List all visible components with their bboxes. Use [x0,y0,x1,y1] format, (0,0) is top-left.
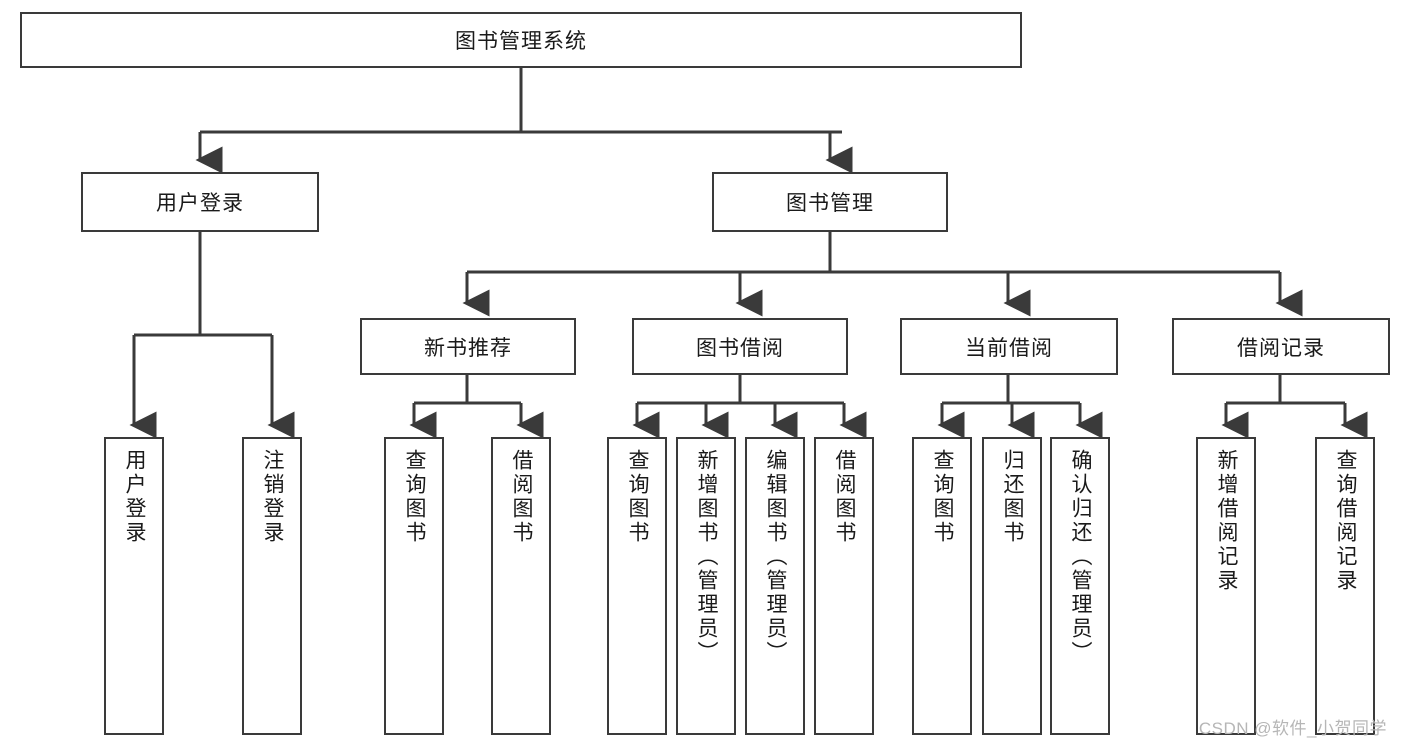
leaf-borrow-edit-book[interactable]: 编辑图书（管理员） [745,437,805,735]
node-label: 查询借阅记录 [1334,449,1358,593]
leaf-borrow-add-book[interactable]: 新增图书（管理员） [676,437,736,735]
leaf-current-query-book[interactable]: 查询图书 [912,437,972,735]
node-current-borrow[interactable]: 当前借阅 [900,318,1118,375]
node-label: 图书借阅 [696,336,784,360]
node-borrow-record[interactable]: 借阅记录 [1172,318,1390,375]
node-label: 借阅图书 [833,449,857,545]
leaf-borrow-borrow-book[interactable]: 借阅图书 [814,437,874,735]
node-label: 查询图书 [403,449,427,545]
node-label: 用户登录 [156,192,244,215]
node-label: 查询图书 [626,449,650,545]
watermark-text: CSDN @软件_小贺同学 [1198,719,1387,738]
node-label: 新增图书（管理员） [695,449,719,665]
node-root-system[interactable]: 图书管理系统 [20,12,1022,68]
leaf-user-logout[interactable]: 注销登录 [242,437,302,735]
node-label: 新增借阅记录 [1215,449,1239,593]
node-label: 图书管理 [786,192,874,215]
node-label: 注销登录 [261,449,285,545]
node-label: 确认归还（管理员） [1069,449,1093,665]
leaf-recommend-borrow-book[interactable]: 借阅图书 [491,437,551,735]
leaf-borrow-query-book[interactable]: 查询图书 [607,437,667,735]
leaf-record-add-record[interactable]: 新增借阅记录 [1196,437,1256,735]
node-label: 查询图书 [931,449,955,545]
leaf-user-login[interactable]: 用户登录 [104,437,164,735]
node-label: 当前借阅 [965,336,1053,360]
node-label: 归还图书 [1001,449,1025,545]
node-label: 图书管理系统 [455,30,587,53]
leaf-current-confirm-return[interactable]: 确认归还（管理员） [1050,437,1110,735]
node-new-book-recommend[interactable]: 新书推荐 [360,318,576,375]
node-label: 新书推荐 [424,336,512,360]
node-user-login[interactable]: 用户登录 [81,172,319,232]
node-label: 借阅图书 [510,449,534,545]
leaf-current-return-book[interactable]: 归还图书 [982,437,1042,735]
node-book-management[interactable]: 图书管理 [712,172,948,232]
leaf-recommend-query-book[interactable]: 查询图书 [384,437,444,735]
node-label: 借阅记录 [1237,336,1325,360]
leaf-record-query-record[interactable]: 查询借阅记录 [1315,437,1375,735]
node-label: 用户登录 [123,449,147,545]
node-label: 编辑图书（管理员） [764,449,788,665]
node-book-borrow[interactable]: 图书借阅 [632,318,848,375]
